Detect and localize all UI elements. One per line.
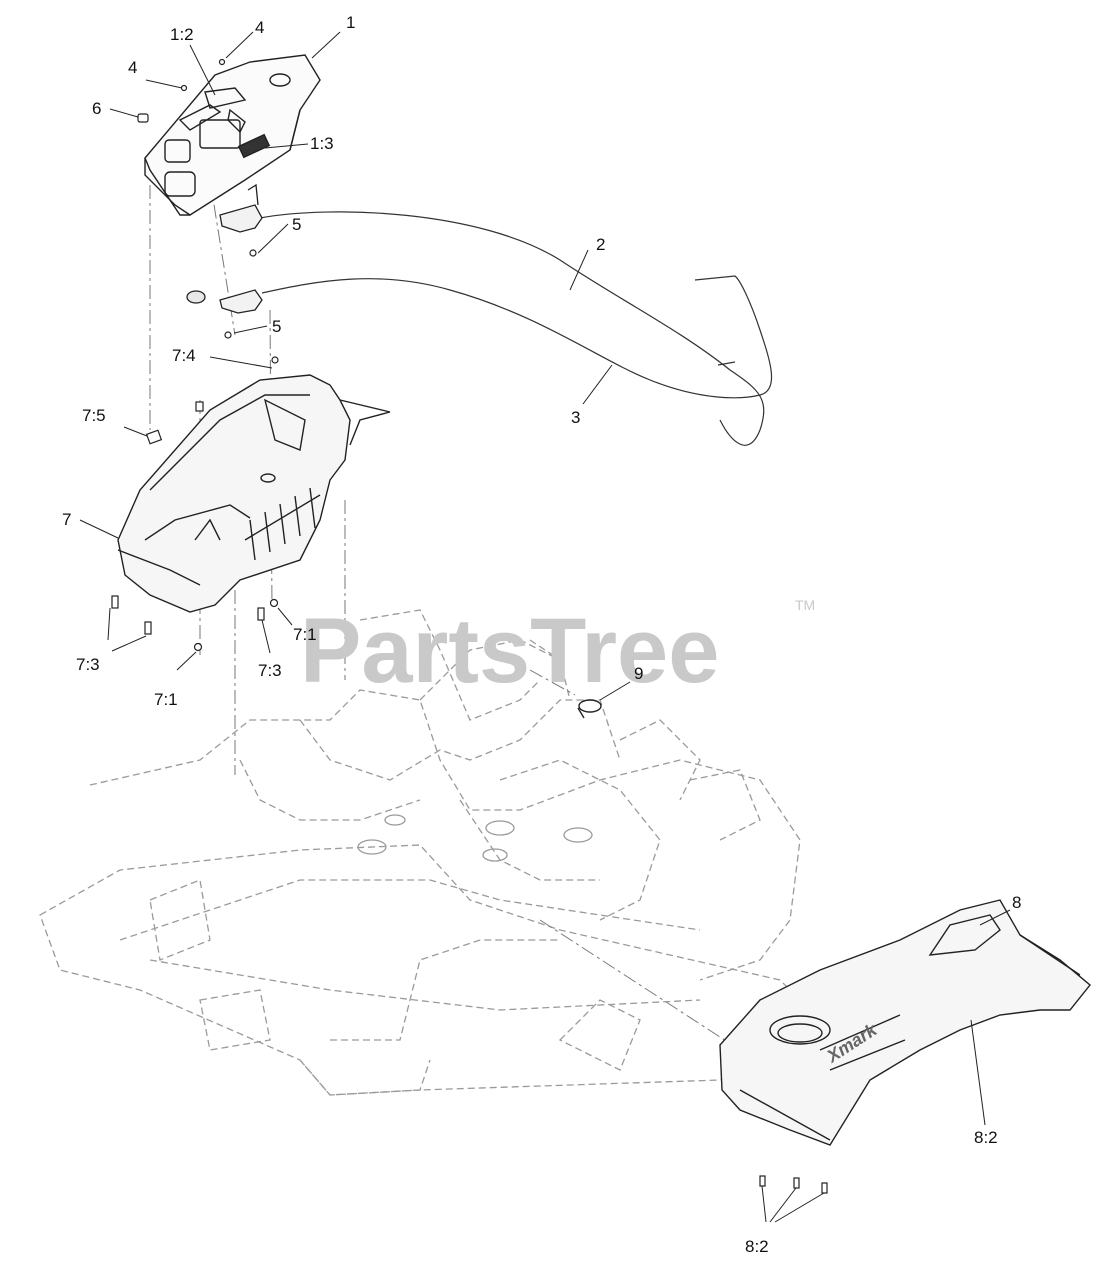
console-plate — [144, 54, 321, 216]
callout-4b: 4 — [128, 58, 137, 77]
callout-5a: 5 — [292, 215, 301, 234]
callout-2: 2 — [596, 235, 605, 254]
callout-3: 3 — [571, 408, 580, 427]
callout-5b: 5 — [272, 317, 281, 336]
fasteners — [111, 58, 972, 1194]
callout-6: 6 — [92, 99, 101, 118]
watermark-trademark: TM — [795, 597, 815, 613]
callout-8: 8 — [1012, 893, 1021, 912]
wire-clip — [577, 699, 602, 719]
callout-7-3b: 7:3 — [258, 661, 282, 680]
watermark-text: PartsTree — [300, 600, 719, 702]
chassis-frame — [39, 609, 801, 1096]
callout-1: 1 — [346, 13, 355, 32]
callout-7: 7 — [62, 510, 71, 529]
callout-8-2b: 8:2 — [745, 1237, 769, 1256]
right-control-pod — [719, 899, 1091, 1146]
callout-1-2: 1:2 — [170, 25, 194, 44]
callout-1-3: 1:3 — [310, 134, 334, 153]
callout-9: 9 — [634, 664, 643, 683]
callout-7-5: 7:5 — [82, 406, 106, 425]
callout-7-1b: 7:1 — [154, 690, 178, 709]
leader-lines — [79, 31, 1011, 1223]
switch-brackets — [186, 183, 263, 314]
cable-assemblies — [259, 211, 773, 446]
frame-holes — [357, 814, 593, 862]
callout-4a: 4 — [255, 18, 264, 37]
callout-labels: 1 1:2 1:3 2 3 4 4 5 5 6 7 7:1 7:1 7:3 7:… — [62, 13, 1021, 1256]
callout-7-3a: 7:3 — [76, 655, 100, 674]
alignment-lines — [149, 160, 741, 1051]
left-control-pod — [117, 374, 391, 613]
callout-7-1a: 7:1 — [293, 625, 317, 644]
callout-8-2a: 8:2 — [974, 1128, 998, 1147]
callout-7-4: 7:4 — [172, 346, 196, 365]
